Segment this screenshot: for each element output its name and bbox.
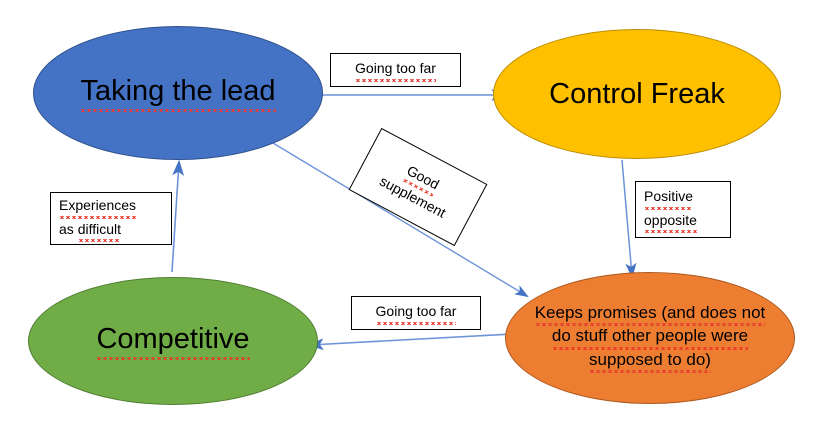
node-taking-the-lead-label: Taking the lead: [76, 74, 279, 111]
arrow-competitive-to-lead: [171, 159, 185, 273]
label-experiences-as-difficult-line2: as difficult: [59, 218, 122, 242]
node-keeps-promises[interactable]: Keeps promises (and does not do stuff ot…: [505, 272, 795, 404]
arrow-keeps-to-competitive: [307, 333, 513, 351]
label-going-too-far-top[interactable]: Going too far: [330, 53, 461, 87]
node-control-freak-label: Control Freak: [549, 77, 725, 110]
arrow-control-to-keeps: [621, 159, 637, 279]
node-taking-the-lead[interactable]: Taking the lead: [33, 26, 323, 160]
node-competitive[interactable]: Competitive: [28, 277, 318, 405]
node-keeps-promises-label: Keeps promises (and does not do stuff ot…: [531, 303, 770, 372]
label-positive-opposite[interactable]: Positive opposite: [635, 181, 731, 238]
label-positive-opposite-line2: opposite: [644, 209, 697, 233]
node-competitive-label: Competitive: [92, 322, 253, 359]
label-experiences-as-difficult[interactable]: Experiences as difficult: [50, 192, 172, 245]
node-control-freak[interactable]: Control Freak: [493, 29, 781, 159]
label-going-too-far-top-text: Going too far: [355, 58, 436, 81]
label-positive-opposite-line1: Positive: [644, 186, 694, 209]
label-experiences-as-difficult-line1: Experiences: [59, 195, 137, 218]
label-going-too-far-bottom-text: Going too far: [375, 301, 457, 324]
label-going-too-far-bottom[interactable]: Going too far: [351, 296, 481, 330]
arrow-lead-to-keeps: [267, 139, 529, 298]
